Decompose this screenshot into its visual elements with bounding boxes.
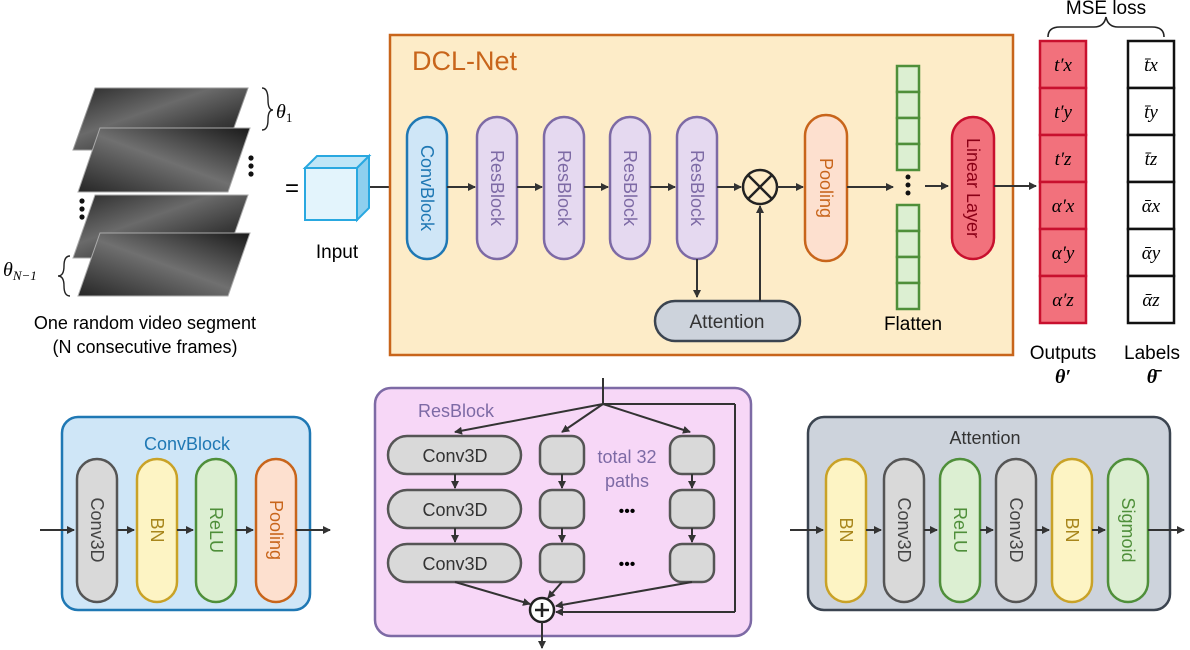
attention-label: Attention (690, 312, 765, 333)
output-cell-4: α′x (1052, 196, 1075, 217)
resblock-detail: ResBlock Conv3D Conv3D Conv3D total 32 p… (373, 378, 753, 649)
label-cell-3: t̄z (1145, 149, 1158, 170)
label-cell-6: ᾱz (1142, 290, 1160, 311)
labels-symbol: θ̄ (1147, 366, 1162, 388)
video-caption-2: (N consecutive frames) (52, 337, 237, 357)
video-caption-1: One random video segment (34, 313, 256, 333)
linear-layer-pill (950, 115, 996, 261)
resblock-paths-label-1: total 32 (597, 447, 656, 467)
labels-column: t̄x t̄y t̄z ᾱx ᾱy ᾱz Labels θ̄ (1124, 39, 1180, 388)
label-cell-2: t̄y (1144, 102, 1158, 123)
theta1-brace (261, 87, 274, 131)
convblock-detail-relu: ReLU (206, 507, 226, 553)
equals-sign: = (285, 175, 299, 202)
pooling-label: Pooling (816, 158, 836, 218)
resblock-detail-title: ResBlock (418, 401, 495, 421)
outputs-symbol: θ′ (1055, 366, 1071, 388)
attention-detail-bn-2: BN (1062, 517, 1082, 542)
resblock-conv3d-1: Conv3D (422, 446, 487, 466)
input-cube: Input (302, 153, 372, 263)
attention-detail-conv3d-2: Conv3D (1006, 497, 1026, 562)
attention-detail-relu: ReLU (950, 507, 970, 553)
label-cell-1: t̄x (1144, 55, 1158, 76)
linear-layer-label: Linear Layer (963, 138, 983, 238)
outputs-column: t′x t′y t′z α′x α′y α′z Outputs θ′ (1030, 39, 1097, 388)
flatten-label: Flatten (884, 314, 942, 335)
resblock-3-label: ResBlock (620, 150, 640, 227)
labels-label: Labels (1124, 343, 1180, 364)
mse-brace (1047, 16, 1165, 38)
outputs-label: Outputs (1030, 343, 1097, 364)
video-segment-stack: θ1 θN−1 One random video segment (N cons… (3, 87, 299, 357)
attention-detail-title: Attention (949, 428, 1020, 448)
svg-text:θ1: θ1 (276, 101, 292, 125)
convblock-detail: ConvBlock Conv3D BN ReLU Pooling (40, 415, 331, 612)
label-cell-4: ᾱx (1142, 196, 1161, 217)
thetaN-brace (57, 255, 71, 297)
attention-pill (653, 299, 802, 343)
thetaN-symbol: θ (3, 259, 13, 281)
convblock-detail-conv3d: Conv3D (87, 497, 107, 562)
thetaN-subscript: N−1 (12, 268, 37, 283)
input-label: Input (316, 242, 359, 263)
frame-2 (77, 127, 251, 193)
resblock-conv3d-3: Conv3D (422, 554, 487, 574)
convblock-label: ConvBlock (417, 145, 437, 232)
dcl-net-title: DCL-Net (412, 46, 518, 76)
resblock-dots-1: ••• (619, 503, 636, 520)
label-cell-5: ᾱy (1142, 243, 1161, 264)
mse-loss-label: MSE loss (1066, 0, 1146, 19)
svg-text:θN−1: θN−1 (3, 259, 37, 283)
convblock-detail-title: ConvBlock (144, 434, 231, 454)
dcl-net-box: DCL-Net ConvBlock ResBlock ResBlock ResB… (388, 33, 1015, 357)
resblock-conv3d-2: Conv3D (422, 500, 487, 520)
output-cell-3: t′z (1055, 149, 1072, 170)
flatten-vector (895, 64, 921, 311)
theta1-symbol: θ (276, 101, 286, 123)
convblock-detail-pooling: Pooling (266, 500, 286, 560)
attention-detail-bn-1: BN (836, 517, 856, 542)
attention-detail: Attention BN Conv3D ReLU Conv3D BN Sigmo… (790, 415, 1185, 612)
resblock-paths-label-2: paths (605, 471, 649, 491)
convblock-detail-bn: BN (147, 517, 167, 542)
resblock-4-label: ResBlock (687, 150, 707, 227)
attention-detail-conv3d-1: Conv3D (894, 497, 914, 562)
attention-detail-sigmoid: Sigmoid (1118, 497, 1138, 562)
resblock-dots-2: ••• (619, 556, 636, 573)
output-cell-5: α′y (1052, 243, 1075, 264)
resblock-2-label: ResBlock (554, 150, 574, 227)
theta1-subscript: 1 (286, 110, 293, 125)
output-cell-6: α′z (1052, 290, 1074, 311)
output-cell-1: t′x (1054, 55, 1072, 76)
frame-n (77, 232, 251, 297)
output-cell-2: t′y (1054, 102, 1072, 123)
resblock-1-label: ResBlock (487, 150, 507, 227)
